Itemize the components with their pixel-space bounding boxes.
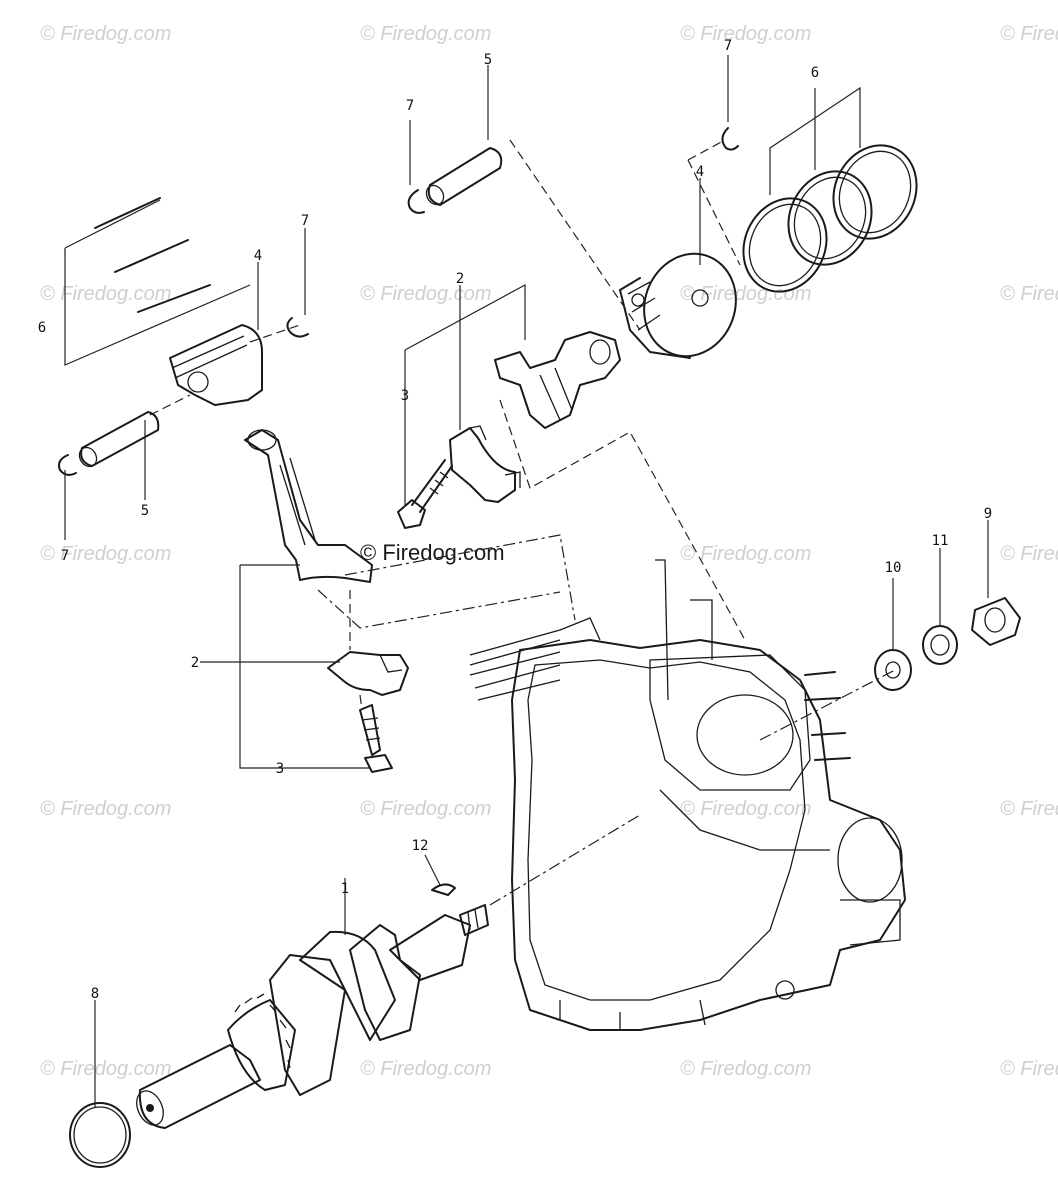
assembly-lines: [149, 139, 896, 906]
watermark: © Firedog.com: [360, 798, 491, 820]
piston-rings-right: [742, 86, 918, 293]
bearing-cap-upper: [449, 425, 521, 503]
piston-pin-left: [78, 411, 160, 468]
callout-clip-top: 7: [406, 98, 414, 114]
callout-labels: 1 2 2 3 3 4 4 5 5 6 6 7 7 7 7 8 9 10 11 …: [38, 38, 992, 1002]
callout-rings-left: 6: [38, 320, 46, 336]
watermark: © Firedog.com: [1000, 1058, 1058, 1080]
woodruff-key: [431, 883, 456, 896]
callout-clip-left-right: 7: [301, 213, 309, 229]
washer: [874, 649, 912, 691]
callout-bearing-upper: 2: [456, 271, 464, 287]
callout-clip-top-right: 7: [724, 38, 732, 54]
watermark-layer: © Firedog.com © Firedog.com © Firedog.co…: [40, 23, 1058, 1080]
watermark: © Firedog.com: [360, 1058, 491, 1080]
lock-washer: [922, 625, 958, 665]
watermark: © Firedog.com: [680, 543, 811, 565]
circlip-bottom-left: [58, 454, 77, 476]
circlip-top-left: [407, 189, 425, 214]
callout-bearing-lower: 2: [191, 655, 199, 671]
piston-right: [619, 252, 737, 359]
circlip-left-right: [286, 317, 309, 338]
callout-pin-left: 5: [141, 503, 149, 519]
watermark: © Firedog.com: [1000, 283, 1058, 305]
leader-lines: [64, 55, 989, 1108]
watermark: © Firedog.com: [40, 798, 171, 820]
callout-crankshaft: 1: [341, 881, 349, 897]
callout-bolt-upper: 3: [401, 388, 409, 404]
callout-piston-left: 4: [254, 248, 262, 264]
watermark: © Firedog.com: [360, 23, 491, 45]
watermark: © Firedog.com: [1000, 543, 1058, 565]
watermark-center: © Firedog.com: [360, 540, 505, 565]
watermark: © Firedog.com: [680, 283, 811, 305]
callout-pin-top: 5: [484, 52, 492, 68]
callout-rings-right: 6: [811, 65, 819, 81]
watermark: © Firedog.com: [1000, 798, 1058, 820]
watermark: © Firedog.com: [40, 1058, 171, 1080]
callout-piston-right: 4: [696, 164, 704, 180]
o-ring-inner: [73, 1106, 127, 1164]
callout-bolt-lower: 3: [276, 761, 284, 777]
callout-nut: 9: [984, 506, 992, 522]
o-ring: [69, 1102, 131, 1168]
watermark: © Firedog.com: [360, 283, 491, 305]
watermark: © Firedog.com: [680, 23, 811, 45]
watermark: © Firedog.com: [680, 798, 811, 820]
bearing-cap-lower: [327, 651, 409, 696]
callout-oring: 8: [91, 986, 99, 1002]
watermark: © Firedog.com: [1000, 23, 1058, 45]
connecting-rod-lower: [244, 429, 373, 583]
bolt-upper: [397, 459, 453, 529]
piston-pin-top: [425, 147, 503, 206]
callout-washer: 10: [885, 560, 902, 576]
watermark: © Firedog.com: [40, 283, 171, 305]
callout-lockwasher: 11: [932, 533, 949, 549]
engine-block: [469, 559, 906, 1031]
bolt-lower: [359, 704, 393, 773]
crankshaft: [136, 904, 489, 1129]
callout-clip-bottom-left: 7: [61, 548, 69, 564]
callout-key: 12: [412, 838, 429, 854]
piston-left: [169, 324, 263, 406]
nut: [971, 597, 1021, 646]
watermark: © Firedog.com: [680, 1058, 811, 1080]
piston-rings-left: [64, 197, 251, 366]
circlip-top-right: [721, 127, 739, 151]
watermark: © Firedog.com: [40, 543, 171, 565]
watermark: © Firedog.com: [40, 23, 171, 45]
connecting-rod-upper: [494, 331, 621, 429]
